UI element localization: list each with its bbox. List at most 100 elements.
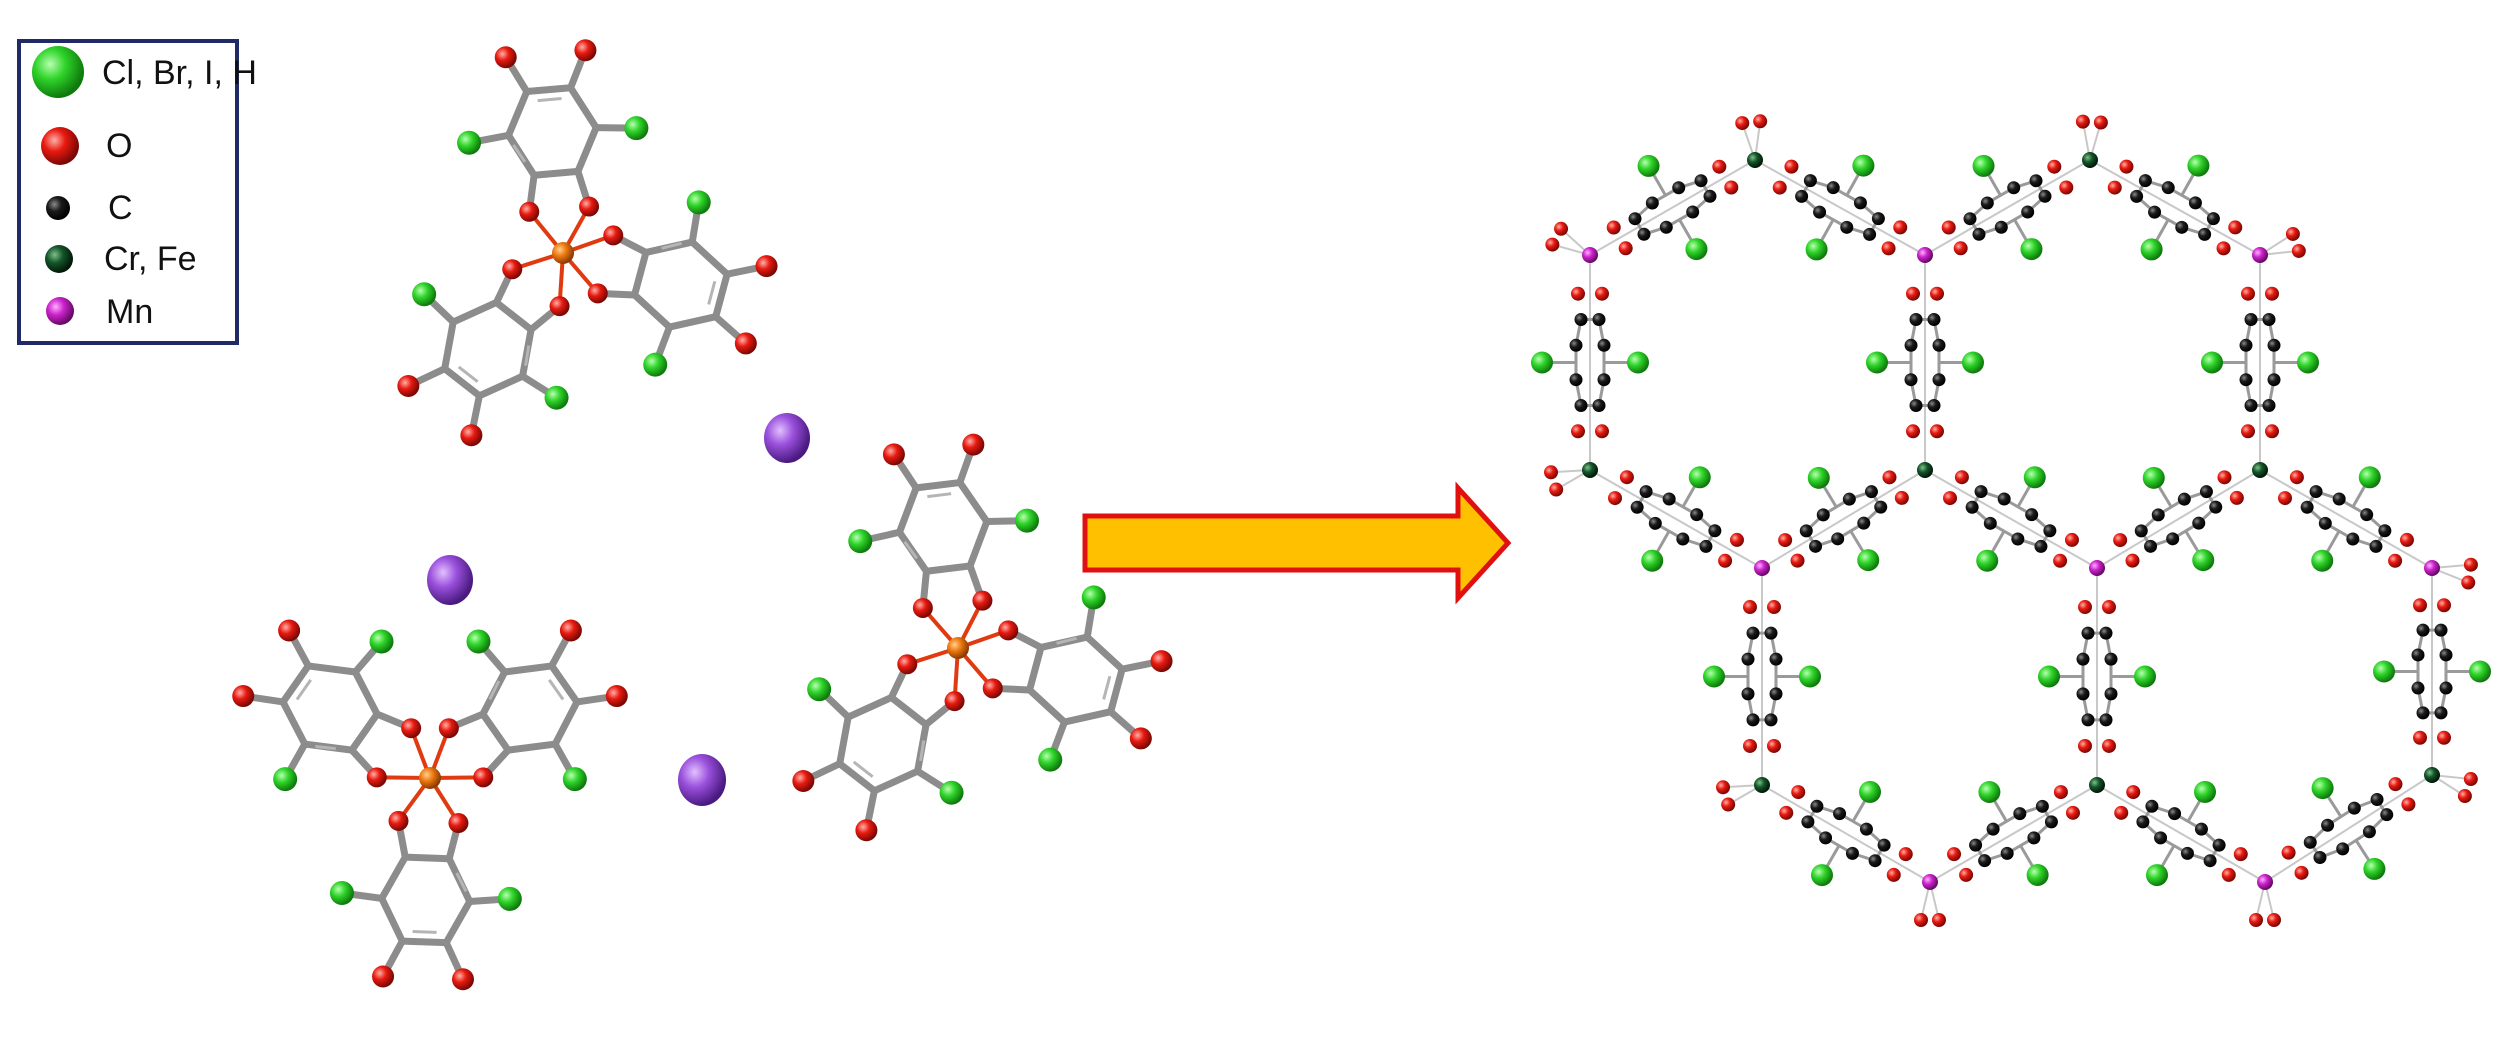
carbon-atom [2145, 799, 2159, 813]
carbon-atom [1863, 227, 1877, 241]
legend-item-carbon: C [46, 189, 133, 227]
oxygen-atom [882, 443, 905, 466]
carbon-atom [2370, 793, 2384, 807]
halogen-atom [1637, 154, 1660, 177]
oxygen-atom [2102, 738, 2116, 753]
halogen-atom [686, 190, 711, 215]
carbon-atom [1974, 485, 1988, 499]
carbon-atom [2154, 831, 2168, 845]
halogen-atom [2142, 466, 2165, 489]
legend-label-oxygen: O [106, 127, 132, 165]
bridging-ligand [1761, 784, 1931, 883]
oxygen-atom [1894, 490, 1909, 505]
carbon-atom [2161, 181, 2175, 195]
carbon-atom [2267, 338, 2281, 352]
oxygen-atom [1959, 867, 1974, 882]
bridging-ligand [2096, 469, 2261, 569]
carbon-atom [1980, 196, 1994, 210]
carbon-atom [1813, 205, 1827, 219]
halogen-atom [2187, 154, 2210, 177]
oxygen-atom [2102, 600, 2116, 615]
carbon-atom [1630, 500, 1644, 514]
carbon-atom [2199, 485, 2213, 499]
oxygen-atom [388, 810, 409, 831]
metal-complex [792, 433, 1173, 842]
carbon-atom [1803, 174, 1817, 188]
double-bond [537, 97, 562, 103]
carbon-atom [1972, 227, 1986, 241]
carbon-atom [1597, 373, 1611, 387]
carbon-atom [1639, 485, 1653, 499]
bond [1761, 469, 1926, 569]
bridging-ligand [1924, 469, 2098, 569]
oxygen-atom [2267, 913, 2281, 927]
oxygen-atom [1767, 738, 1781, 753]
carbon-atom [1645, 196, 1659, 210]
mn-atom [1754, 560, 1770, 576]
double-bond [524, 345, 531, 367]
bridging-ligand [1589, 469, 1763, 569]
carbon-atom [1871, 212, 1885, 226]
oxygen-atom [1947, 847, 1962, 862]
ring-bond [712, 270, 731, 321]
double-bond [548, 678, 565, 701]
crfe-atom [1754, 777, 1770, 793]
cation-spheres [427, 413, 810, 806]
ring-bond [504, 740, 559, 754]
halogen-atom [2026, 864, 2049, 887]
carbon-atom [2380, 808, 2394, 822]
oxygen-atom [1953, 241, 1968, 256]
carbon-atom [2099, 713, 2113, 727]
oxygen-atom [448, 813, 469, 834]
oxygen-atom [1150, 650, 1173, 673]
bond [2089, 159, 2261, 256]
mn-atom [1582, 247, 1598, 263]
legend-label-halogen: Cl, Br, I, H [102, 54, 257, 92]
bridging-ligand [1761, 469, 1926, 569]
chelate-ligand [232, 619, 432, 792]
oxygen-atom [1545, 237, 1560, 252]
oxygen-atom [1743, 600, 1757, 615]
oxygen-atom [1729, 532, 1744, 547]
oxygen-atom [2216, 241, 2231, 256]
legend-item-oxygen: O [41, 127, 132, 165]
oxygen-atom [2221, 867, 2236, 882]
carbon-atom [2362, 825, 2376, 839]
halogen-atom [1807, 466, 1830, 489]
carbon-atom [1637, 227, 1651, 241]
ring-bond [449, 298, 500, 326]
carbon-atom [2239, 373, 2253, 387]
ring-bond [401, 853, 453, 863]
oxygen-atom [792, 769, 815, 792]
oxygen-atom [1595, 424, 1609, 439]
oxygen-atom [2078, 738, 2092, 753]
oxygen-atom [1779, 805, 1794, 820]
carbon-atom [2332, 492, 2346, 506]
bond [1929, 784, 2098, 883]
carbon-atom [1741, 652, 1755, 666]
carbon-atom [1963, 212, 1977, 226]
ring-bond [1083, 633, 1126, 673]
double-bond [512, 144, 527, 163]
oxygen-atom [1595, 286, 1609, 301]
ring-bond [887, 693, 930, 729]
carbon-atom [1978, 854, 1992, 868]
carbon-atom [2262, 313, 2276, 326]
chelate-ligand [397, 251, 570, 447]
carbon-atom [1628, 212, 1642, 226]
legend-label-crfe: Cr, Fe [104, 240, 197, 278]
ring-bond [530, 167, 582, 179]
ring-bond [966, 518, 991, 570]
oxygen-atom [2285, 226, 2300, 241]
oxygen-atom [232, 685, 255, 708]
carbon-atom [1983, 516, 1997, 530]
halogen-atom [1962, 351, 1984, 374]
oxygen-atom [734, 332, 757, 355]
oxygen-atom [1930, 424, 1944, 439]
chelate-ligand [956, 585, 1173, 772]
oxygen-atom [1906, 286, 1920, 301]
oxygen-atom [1784, 159, 1799, 174]
carbon-atom [1574, 313, 1588, 326]
carbon-atom [1857, 516, 1871, 530]
oxygen-atom [2065, 805, 2080, 820]
